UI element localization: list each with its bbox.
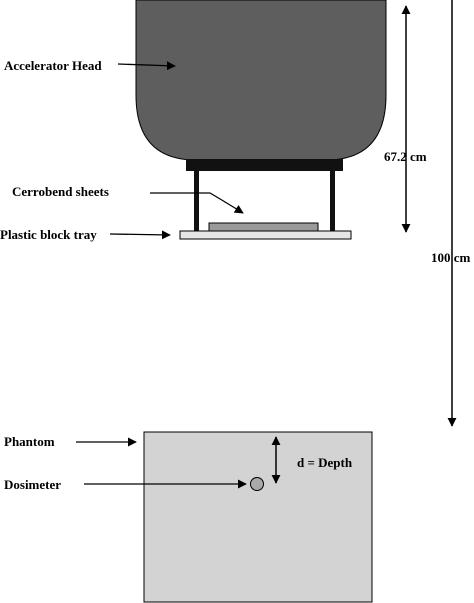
mount-leg-right (330, 170, 335, 231)
depth-label: d = Depth (297, 455, 353, 470)
phantom (143, 431, 373, 603)
plastic-block-tray-label: Plastic block tray (0, 227, 97, 242)
accelerator-head (135, 0, 387, 161)
mount-leg-left (194, 170, 199, 231)
cerrobend-arrow (150, 192, 244, 214)
cerrobend-sheet (208, 222, 319, 232)
total-distance-label: 100 cm (431, 250, 471, 265)
tray-distance-label: 67.2 cm (384, 149, 427, 164)
accelerator-head-label: Accelerator Head (4, 58, 102, 73)
mount-bar (186, 159, 343, 171)
cerrobend-sheets-label: Cerrobend sheets (12, 184, 109, 199)
phantom-label: Phantom (4, 434, 55, 449)
accelerator-head-arrow (117, 61, 176, 71)
dosimeter (250, 477, 264, 491)
tray-arrow (109, 230, 171, 240)
dosimeter-label: Dosimeter (4, 477, 61, 492)
plastic-block-tray (179, 230, 352, 240)
